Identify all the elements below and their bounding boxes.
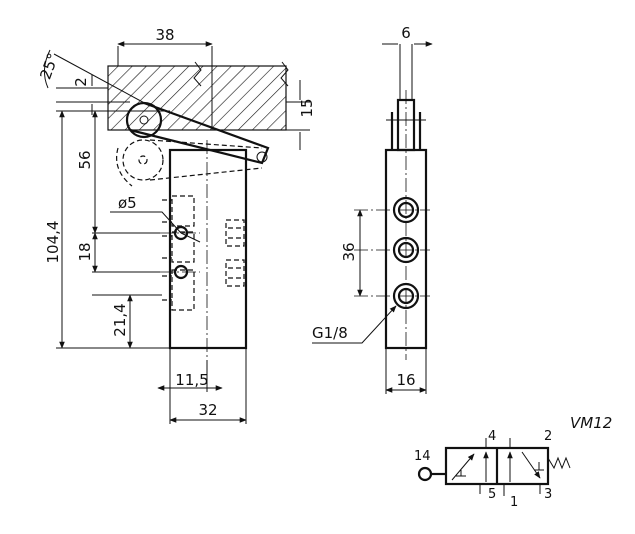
dim-bottom-offset: 21,4: [111, 303, 129, 336]
dim-hole-diameter: ø5: [118, 194, 137, 212]
port-3: 3: [544, 487, 552, 502]
port-1: 1: [510, 495, 518, 510]
dim-angle: 25°: [36, 51, 62, 82]
dim-port-thread: G1/8: [312, 324, 348, 342]
front-view: 38 15 2 25° 56 104,4 18 21,4 ø5 11,5 32: [36, 26, 316, 424]
dim-offset-small: 2: [72, 77, 90, 87]
dim-roller-height: 56: [76, 150, 94, 169]
dim-side-width: 16: [396, 371, 415, 389]
valve-body-side: [384, 148, 428, 350]
dim-hole-x: 11,5: [175, 371, 208, 389]
dim-total-height: 104,4: [44, 221, 62, 264]
model-label: VM12: [570, 414, 612, 432]
dim-stem-width: 6: [401, 24, 411, 42]
port-14: 14: [414, 449, 431, 464]
dim-hole-spacing: 18: [76, 242, 94, 261]
dim-top-width: 38: [155, 26, 174, 44]
port-2: 2: [544, 429, 552, 444]
pneumatic-symbol: VM12 14 4 2 5 1 3: [414, 414, 612, 510]
port-4: 4: [488, 429, 496, 444]
side-view: 6 36 G1/8 16: [312, 24, 432, 394]
port-5: 5: [488, 487, 496, 502]
dim-port-spacing: 36: [340, 242, 358, 261]
cam-surface: [107, 65, 287, 131]
hidden-ports: [162, 195, 245, 311]
dim-body-width: 32: [198, 401, 217, 419]
valve-body-front: [168, 148, 248, 350]
dim-roller-travel: 15: [298, 98, 316, 117]
